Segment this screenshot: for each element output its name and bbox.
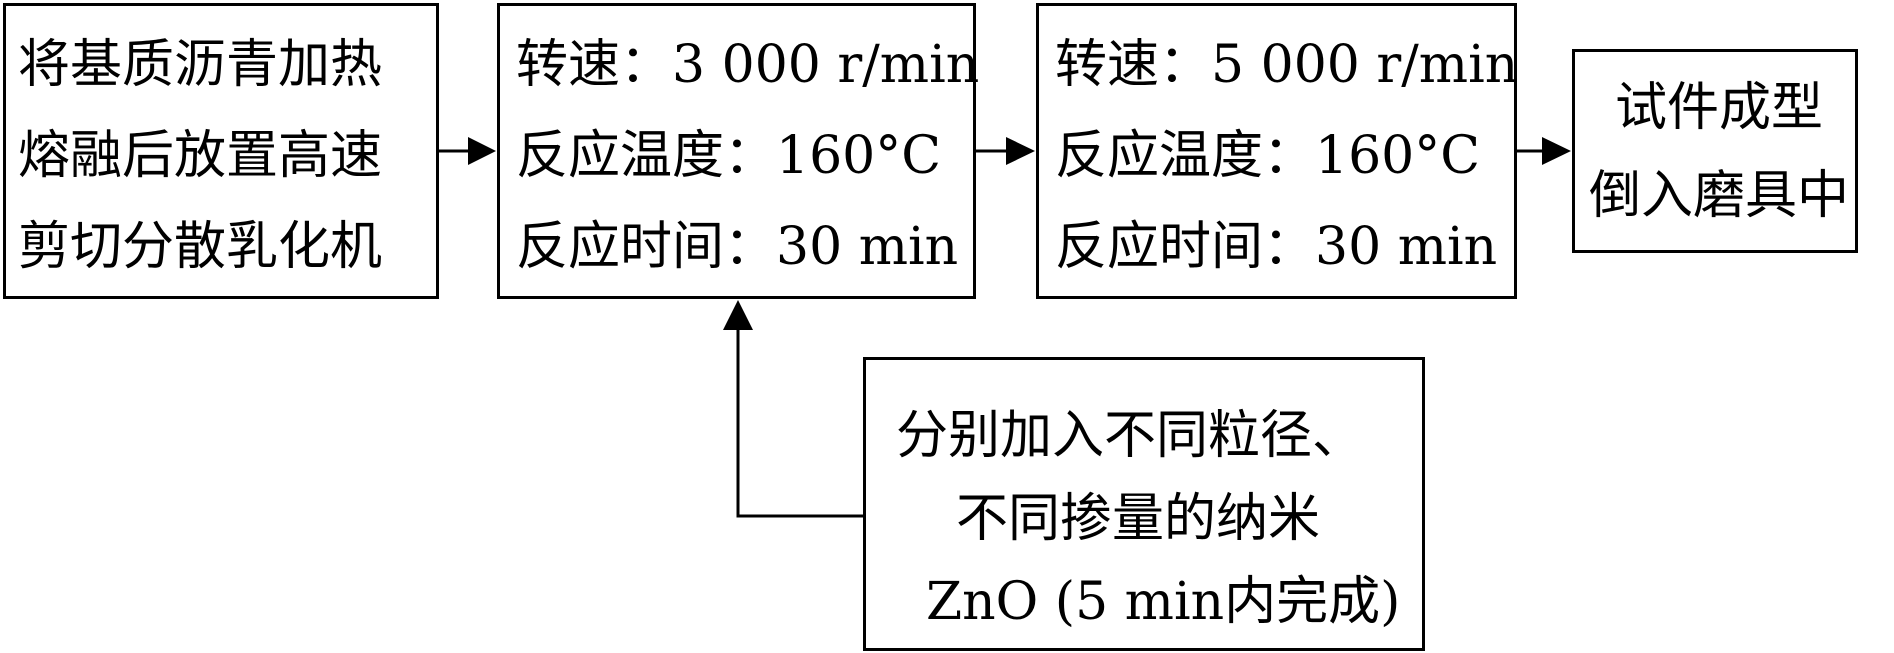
step-shear-3000-temperature: 反应温度：160°C xyxy=(516,126,942,186)
step-shear-5000-speed: 转速：5 000 r/min xyxy=(1055,35,1519,95)
arrow-step3-to-step4 xyxy=(1517,137,1571,165)
arrow-step2-to-step3 xyxy=(976,137,1035,165)
step-shear-3000-speed: 转速：3 000 r/min xyxy=(516,35,980,95)
additive-line-3: ZnO (5 min内完成) xyxy=(926,572,1401,632)
step-shear-5000-box: 转速：5 000 r/min 反应温度：160°C 反应时间：30 min xyxy=(1036,3,1519,299)
step-mold-line-2: 倒入磨具中 xyxy=(1589,166,1850,226)
arrow-step1-to-step2 xyxy=(439,137,496,165)
step-shear-3000-time: 反应时间：30 min xyxy=(516,217,959,277)
step-heat-line-1: 将基质沥青加热 xyxy=(18,35,383,95)
step-heat-asphalt-box: 将基质沥青加热 熔融后放置高速 剪切分散乳化机 xyxy=(3,3,439,299)
step-shear-5000-temperature: 反应温度：160°C xyxy=(1055,126,1481,186)
step-mold-box: 试件成型 倒入磨具中 xyxy=(1572,49,1858,253)
additive-line-1: 分别加入不同粒径、 xyxy=(896,406,1365,466)
additive-line-2: 不同掺量的纳米 xyxy=(956,489,1321,549)
additive-zno-box: 分别加入不同粒径、 不同掺量的纳米 ZnO (5 min内完成) xyxy=(863,357,1425,651)
step-shear-5000-time: 反应时间：30 min xyxy=(1055,217,1498,277)
arrow-additive-to-step2 xyxy=(723,300,863,518)
step-shear-3000-box: 转速：3 000 r/min 反应温度：160°C 反应时间：30 min xyxy=(497,3,980,299)
step-mold-line-1: 试件成型 xyxy=(1615,78,1824,138)
step-heat-line-3: 剪切分散乳化机 xyxy=(18,217,383,277)
step-heat-line-2: 熔融后放置高速 xyxy=(18,126,383,186)
